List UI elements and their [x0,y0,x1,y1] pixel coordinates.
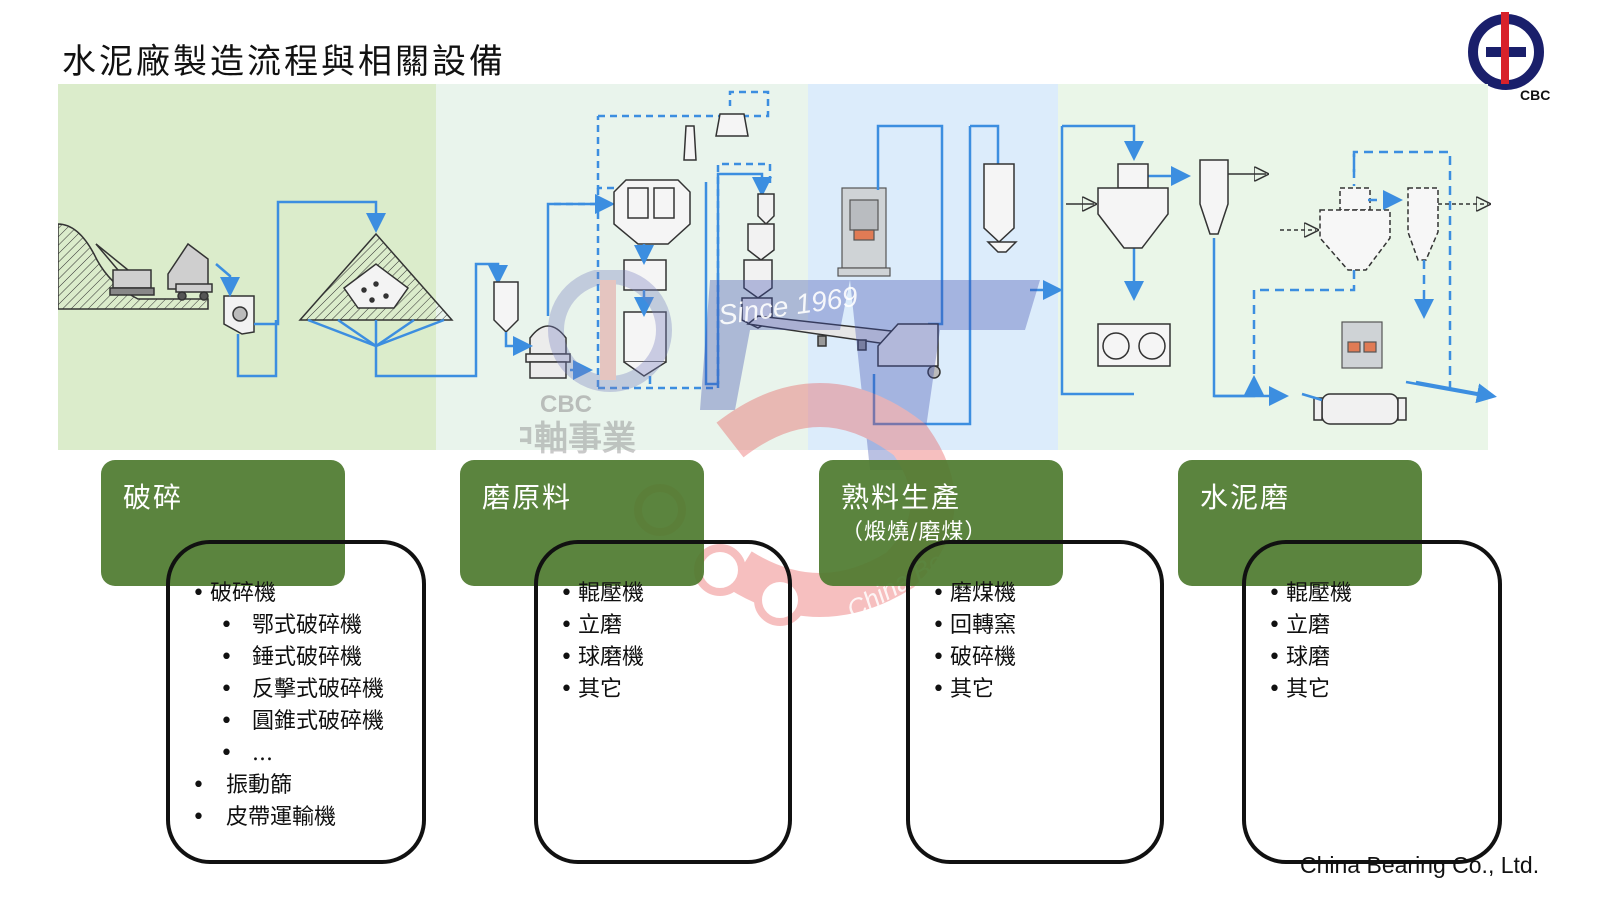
logo-text: CBC [1520,87,1550,103]
stage-raw-mill: 磨原料 [460,460,704,586]
list-item: 其它 [932,674,1016,706]
list-item: 反擊式破碎機 [192,674,384,706]
clinker-cooler-icon [877,323,941,379]
stage-crushing: 破碎 [101,460,345,586]
list-item: 其它 [560,674,644,706]
quarry [58,223,213,310]
page-title: 水泥廠製造流程與相關設備 [62,42,506,82]
excavator-icon [95,243,155,296]
list-item: 其它 [1268,674,1352,706]
list-item: 輥壓機 [560,578,644,610]
stage-title: 破碎 [123,481,184,514]
list-item: 皮帶運輸機 [192,802,384,834]
list-item: 立磨 [1268,610,1352,642]
footer-company-name: China Bearing Co., Ltd. [1300,852,1540,878]
ball-mill-icon [1313,393,1407,425]
list-item: 振動篩 [192,770,384,802]
preheater-tower-icon [741,193,775,329]
dashed-separator-icon [1319,187,1439,271]
list-item: 磨煤機 [932,578,1016,610]
list-item: 球磨機 [560,642,644,674]
stage-title: 熟料生產 [841,481,962,514]
coal-mill-icon [837,187,891,277]
process-flow-diagram [58,90,1497,426]
list-item: 圓錐式破碎機 [192,706,384,738]
stage-cement-mill: 水泥磨 [1178,460,1422,586]
equipment-list-clinker: 磨煤機 回轉窯 破碎機 其它 [906,540,1164,864]
truck-icon [167,242,213,301]
homogenizing-silo-icon [613,179,691,377]
list-item: 破碎機 [932,642,1016,674]
list-item: ... [192,738,384,770]
crusher-icon [223,295,255,335]
equipment-list-cement-mill: 輥壓機 立磨 球磨 其它 [1242,540,1502,864]
raw-mill-icon [525,325,571,379]
company-logo: CBC [1462,8,1562,108]
stage-title: 水泥磨 [1200,481,1291,514]
vertical-mill-icon [1341,321,1383,369]
list-item: 破碎機 [192,578,384,610]
coal-bag-filter-icon [983,163,1018,253]
list-item: 回轉窯 [932,610,1016,642]
list-item: 錘式破碎機 [192,642,384,674]
stockpile-icon [298,232,454,321]
stage-title: 磨原料 [482,481,573,514]
list-item: 球磨 [1268,642,1352,674]
list-item: 鄂式破碎機 [192,610,384,642]
preheater-top-icon [683,113,749,161]
list-item: 輥壓機 [1268,578,1352,610]
raw-silo-icon [493,281,519,334]
equipment-list-raw-mill: 輥壓機 立磨 球磨機 其它 [534,540,792,864]
separator-icon [1097,163,1171,367]
list-item: 立磨 [560,610,644,642]
equipment-list-crushing: 破碎機 鄂式破碎機 錘式破碎機 反擊式破碎機 圓錐式破碎機 ... 振動篩 皮帶… [166,540,426,864]
cyclone-icon [1199,159,1229,235]
